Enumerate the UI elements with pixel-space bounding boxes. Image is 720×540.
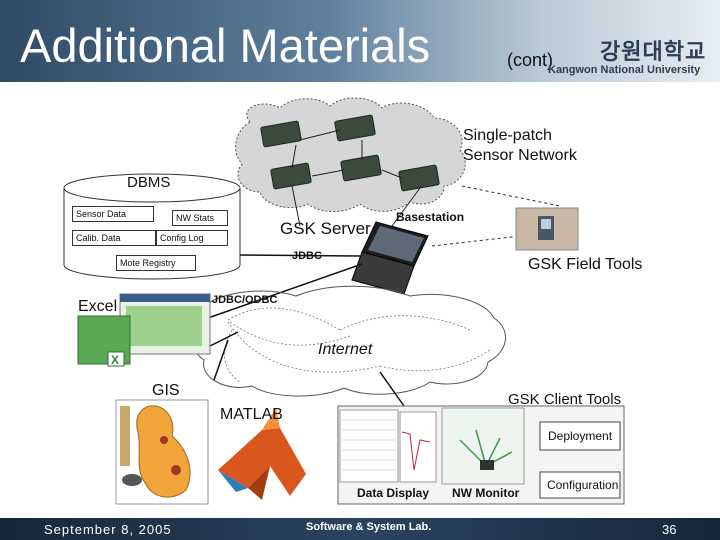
matlab-logo xyxy=(218,408,306,500)
excel-label: Excel xyxy=(78,298,118,315)
sensor-network-label: Single-patch Sensor Network xyxy=(463,127,577,164)
gsk-server-label: GSK Server xyxy=(280,219,371,238)
gis-label: GIS xyxy=(152,382,180,399)
data-display-label: Data Display xyxy=(357,486,430,500)
dbms-cell-mote-registry: Mote Registry xyxy=(116,255,196,271)
client-tools-screenshot xyxy=(337,405,625,505)
gsk-client-tools-label: GSK Client Tools xyxy=(508,391,622,408)
excel-icon: X xyxy=(77,315,131,367)
field-tools-pda-photo xyxy=(515,207,579,251)
nw-monitor-label: NW Monitor xyxy=(452,486,520,500)
mote-3 xyxy=(270,162,312,190)
mote-4 xyxy=(340,154,382,182)
footer-date: September 8, 2005 xyxy=(44,522,172,537)
dbms-cell-calib-data: Calib. Data xyxy=(72,230,156,246)
internet-label: Internet xyxy=(318,341,373,358)
server-laptop-icon xyxy=(351,221,429,295)
svg-text:X: X xyxy=(111,353,119,367)
sensor-network-cloud xyxy=(235,97,466,212)
slide-header: Additional Materials (cont) 강원대학교 Kangwo… xyxy=(0,0,720,82)
slide-footer: September 8, 2005 Software & System Lab.… xyxy=(0,518,720,540)
dbms-cell-nw-stats: NW Stats xyxy=(172,210,228,226)
dbms-cell-config-log: Config Log xyxy=(156,230,228,246)
dbms-cell-sensor-data: Sensor Data xyxy=(72,206,154,222)
configuration-label: Configuration xyxy=(547,478,619,492)
jdbc-label: JDBC xyxy=(292,250,322,262)
slide-title-suffix: (cont) xyxy=(507,50,554,70)
gsk-field-tools-label: GSK Field Tools xyxy=(528,256,643,273)
page-number: 36 xyxy=(662,522,677,537)
footer-lab-name: Software & System Lab. xyxy=(306,521,432,533)
basestation-label: Basestation xyxy=(396,210,465,224)
excel-window xyxy=(119,293,211,355)
university-logo-korean: 강원대학교 xyxy=(600,39,707,64)
gis-map-image xyxy=(115,399,209,505)
sensor-mote-icons xyxy=(260,114,440,192)
jdbc-odbc-label: JDBC/ODBC xyxy=(212,294,278,306)
mote-5 xyxy=(398,164,440,192)
slide-title: Additional Materials xyxy=(20,19,431,72)
university-logo-english: Kangwon National University xyxy=(548,64,701,76)
deployment-label: Deployment xyxy=(548,429,613,443)
internet-cloud xyxy=(192,285,506,397)
dbms-title: DBMS xyxy=(127,174,171,191)
matlab-label: MATLAB xyxy=(220,406,283,423)
mote-1 xyxy=(260,120,302,148)
